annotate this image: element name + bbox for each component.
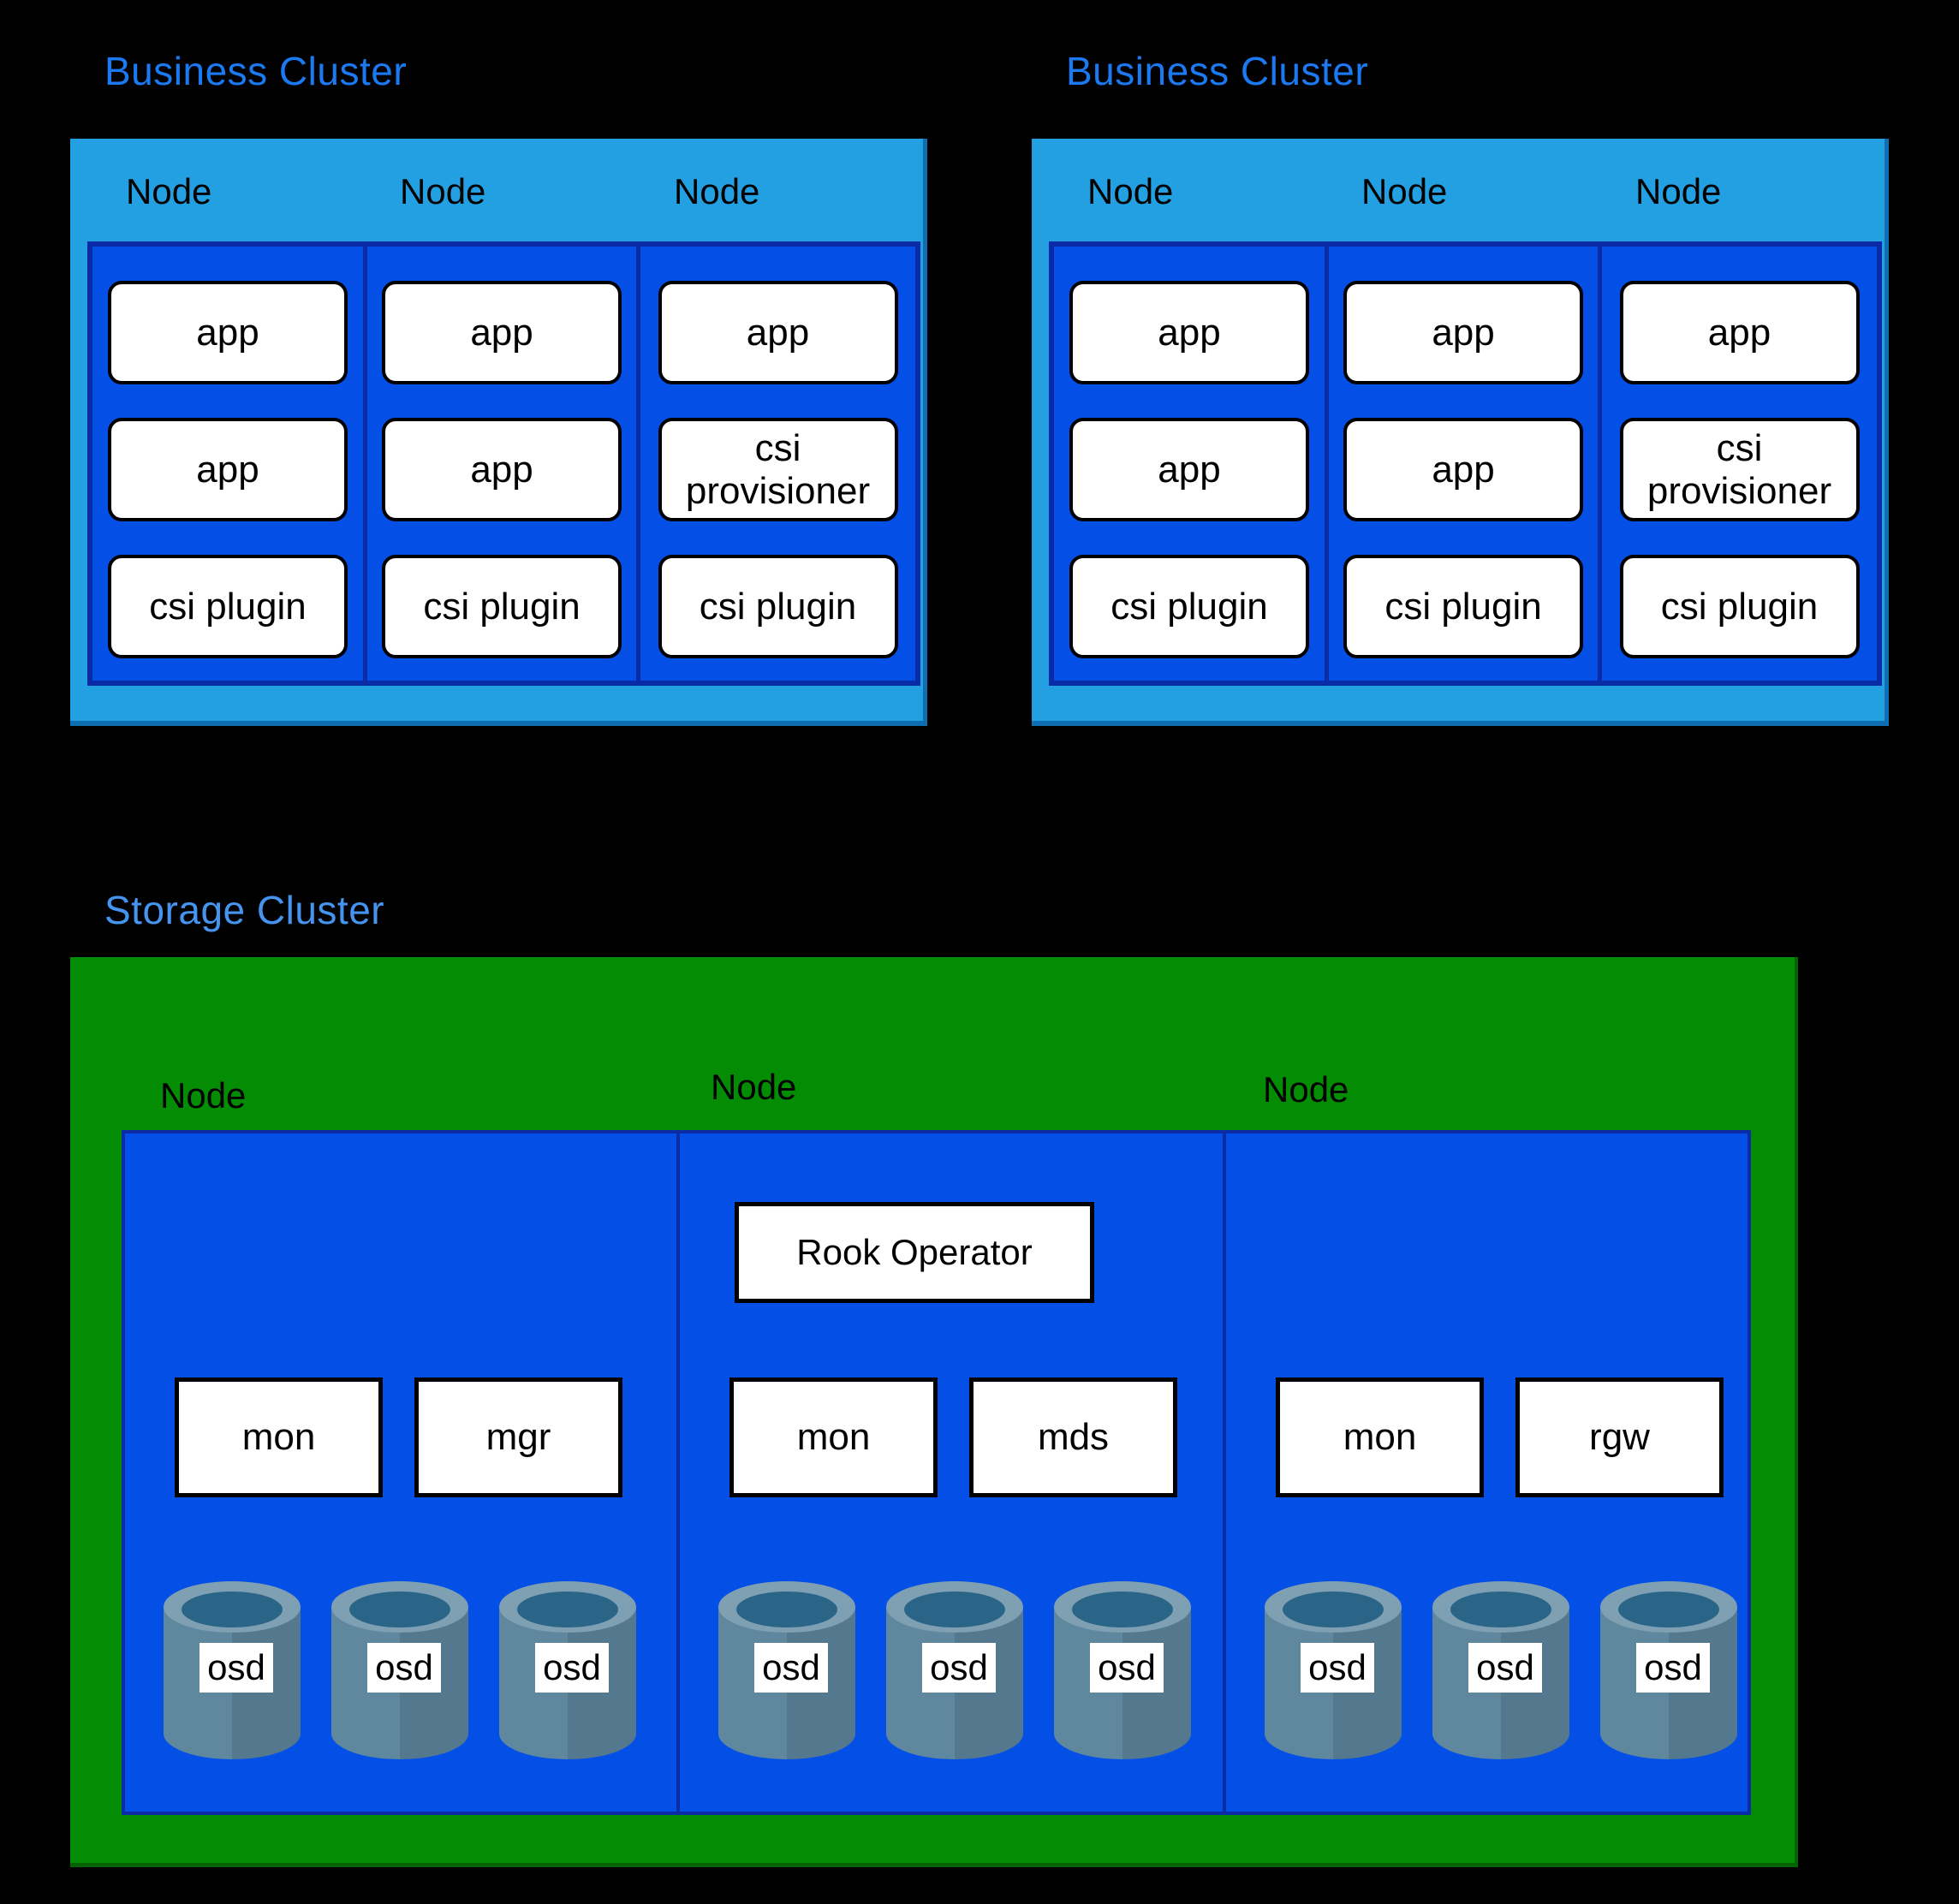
pod-box: app [108, 418, 348, 521]
osd-cylinder: osd [331, 1581, 468, 1761]
osd-cylinder: osd [1600, 1581, 1737, 1761]
osd-row: osd osd osd [680, 1581, 1191, 1761]
pod-box: app [1069, 281, 1309, 384]
business-cluster-title: Business Cluster [104, 49, 408, 93]
node-column: app app csi plugin [363, 247, 636, 681]
osd-cylinder: osd [499, 1581, 636, 1761]
pod-box: app [108, 281, 348, 384]
service-box: mgr [414, 1377, 622, 1497]
node-column: app csi provisioner csi plugin [1598, 247, 1877, 681]
pod-box: csi provisioner [658, 418, 898, 521]
osd-row: osd osd osd [1226, 1581, 1737, 1761]
osd-label: osd [367, 1643, 441, 1693]
node-header-label: Node [1361, 171, 1448, 211]
service-box: mon [1276, 1377, 1484, 1497]
pod-box: csi plugin [108, 555, 348, 658]
pod-box: app [1619, 281, 1860, 384]
osd-row: osd osd osd [125, 1581, 636, 1761]
node-header-label: Node [674, 171, 760, 211]
osd-cylinder: osd [1432, 1581, 1569, 1761]
pod-box: csi plugin [658, 555, 898, 658]
node-header-label: Node [1635, 171, 1722, 211]
service-box: mds [969, 1377, 1177, 1497]
osd-label: osd [754, 1643, 828, 1693]
node-column: app app csi plugin [1325, 247, 1598, 681]
osd-cylinder: osd [886, 1581, 1023, 1761]
osd-label: osd [535, 1643, 609, 1693]
service-box: mon [729, 1377, 938, 1497]
database-cylinder-icon [1054, 1581, 1191, 1759]
osd-cylinder: osd [164, 1581, 301, 1761]
osd-cylinder: osd [1265, 1581, 1402, 1761]
pod-box: csi provisioner [1619, 418, 1860, 521]
node-header-label: Node [126, 171, 212, 211]
business-cluster-title: Business Cluster [1066, 49, 1369, 93]
osd-label: osd [1468, 1643, 1542, 1693]
node-header-label: Node [160, 1075, 247, 1116]
osd-cylinder: osd [718, 1581, 855, 1761]
pod-box: app [382, 418, 622, 521]
pod-box: csi plugin [1343, 555, 1584, 658]
pod-box: csi plugin [1069, 555, 1309, 658]
service-box: mon [175, 1377, 383, 1497]
rook-operator-box: Rook Operator [735, 1202, 1094, 1303]
osd-label: osd [199, 1643, 273, 1693]
osd-label: osd [1090, 1643, 1164, 1693]
pod-box: app [658, 281, 898, 384]
pod-box: app [1343, 418, 1584, 521]
osd-cylinder: osd [1054, 1581, 1191, 1761]
pod-box: app [1069, 418, 1309, 521]
osd-label: osd [1636, 1643, 1710, 1693]
node-column: app app csi plugin [1054, 247, 1325, 681]
pod-box: app [382, 281, 622, 384]
osd-label: osd [1301, 1643, 1374, 1693]
node-header-label: Node [1087, 171, 1174, 211]
pod-box: csi plugin [382, 555, 622, 658]
pod-box: csi plugin [1619, 555, 1860, 658]
node-header-label: Node [400, 171, 486, 211]
osd-label: osd [922, 1643, 996, 1693]
node-header-label: Node [711, 1067, 797, 1107]
storage-cluster-title: Storage Cluster [104, 888, 385, 932]
service-box: rgw [1515, 1377, 1724, 1497]
node-column: app csi provisioner csi plugin [636, 247, 915, 681]
node-column: app app csi plugin [92, 247, 363, 681]
pod-box: app [1343, 281, 1584, 384]
node-header-label: Node [1263, 1069, 1349, 1110]
